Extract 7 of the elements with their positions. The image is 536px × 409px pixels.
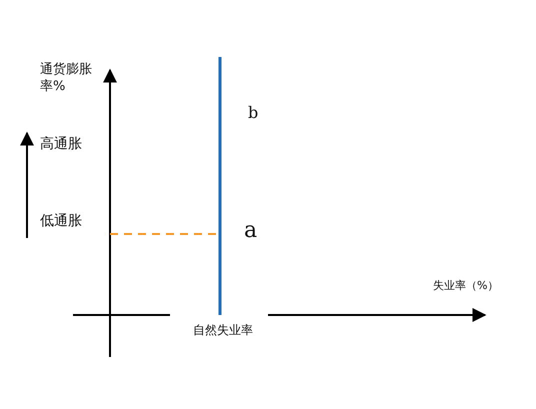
level-label: 高通胀 [40, 135, 82, 154]
level-label: 低通胀 [40, 212, 82, 230]
axis-label: 失业率（%） [433, 279, 498, 294]
axis-label: 通货膨胀率% [40, 62, 93, 96]
axis-label: 自然失业率 [193, 323, 253, 339]
point-label: a [244, 217, 258, 245]
point-label: b [248, 103, 258, 124]
